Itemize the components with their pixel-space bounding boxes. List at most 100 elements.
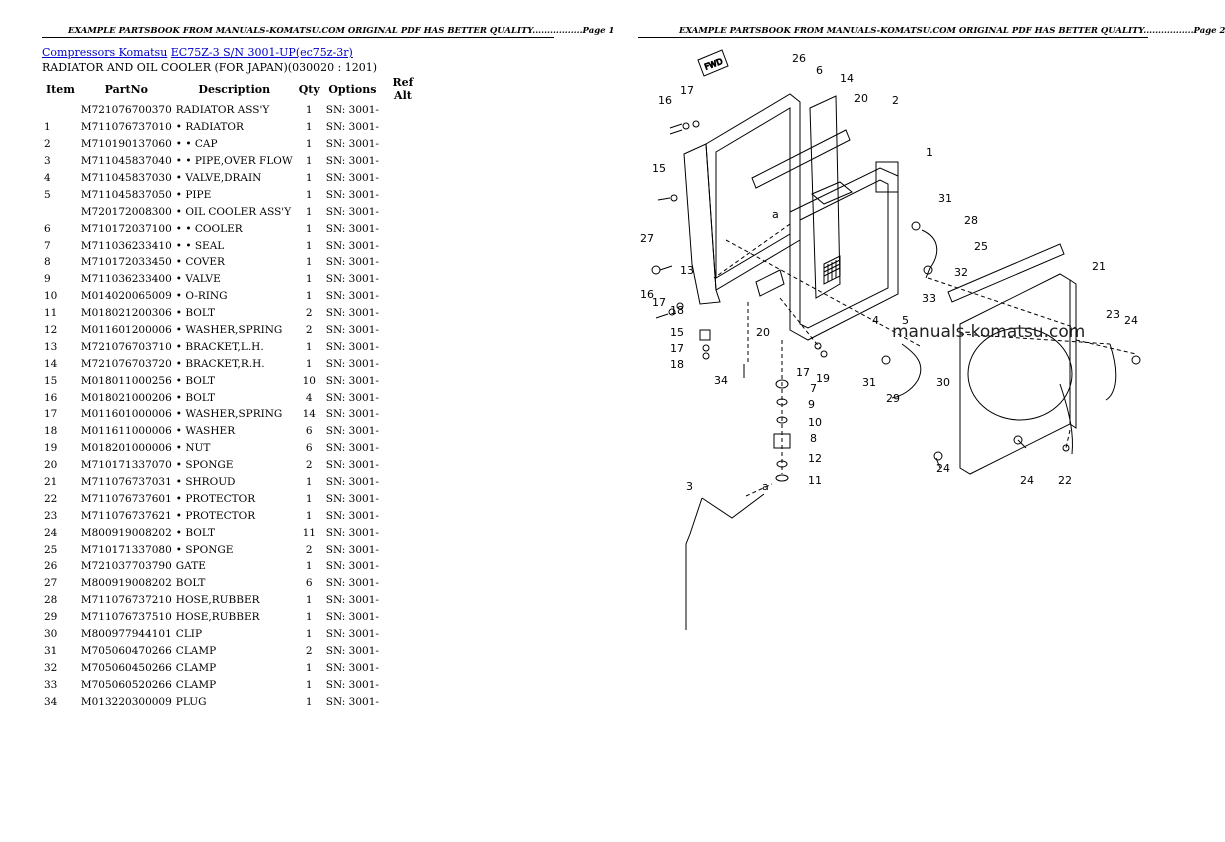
column-header-qty: Qty bbox=[298, 82, 320, 96]
part-number: M711036233400 bbox=[80, 273, 172, 286]
quantity: 2 bbox=[305, 307, 313, 320]
options: SN: 3001- bbox=[325, 307, 379, 320]
callout-number: 22 bbox=[1058, 474, 1072, 487]
item-number: 10 bbox=[44, 290, 58, 303]
item-number: 34 bbox=[44, 695, 58, 708]
item-number: 30 bbox=[44, 628, 58, 641]
quantity: 1 bbox=[305, 661, 313, 674]
options: SN: 3001- bbox=[325, 577, 379, 590]
ref-alt bbox=[381, 271, 425, 288]
ref-alt bbox=[381, 643, 425, 660]
column-header-ref-alt: Ref Alt bbox=[392, 76, 414, 102]
part-number: M710171337080 bbox=[80, 543, 172, 556]
callout-number: 13 bbox=[680, 264, 694, 277]
ref-alt bbox=[381, 440, 425, 457]
part-number: M711045837050 bbox=[80, 188, 172, 201]
quantity: 1 bbox=[305, 290, 313, 303]
part-description: PLUG bbox=[175, 695, 207, 708]
part-number: M018201000006 bbox=[80, 442, 172, 455]
part-description: • • COOLER bbox=[175, 222, 243, 235]
item-number bbox=[42, 102, 79, 119]
ref-alt bbox=[381, 457, 425, 474]
part-number: M800919008202 bbox=[80, 577, 172, 590]
callout-number: 24 bbox=[936, 462, 950, 475]
part-description: • BRACKET,R.H. bbox=[175, 357, 265, 370]
item-number: 1 bbox=[44, 121, 51, 134]
part-number: M711076737210 bbox=[80, 594, 172, 607]
breadcrumb-link-manufacturer[interactable]: Compressors Komatsu bbox=[42, 46, 168, 59]
quantity: 1 bbox=[305, 155, 313, 168]
options: SN: 3001- bbox=[325, 526, 379, 539]
callout-number: 12 bbox=[808, 452, 822, 465]
part-description: • WASHER,SPRING bbox=[175, 408, 283, 421]
column-header-item: Item bbox=[46, 82, 75, 96]
item-number: 20 bbox=[44, 459, 58, 472]
callout-number: 4 bbox=[872, 314, 879, 327]
ref-alt bbox=[381, 136, 425, 153]
ref-alt bbox=[381, 693, 425, 710]
bolt-icons bbox=[651, 120, 1141, 469]
quantity: 1 bbox=[305, 222, 313, 235]
part-description: CLIP bbox=[175, 628, 203, 641]
options: SN: 3001- bbox=[325, 340, 379, 353]
callout-number: 27 bbox=[640, 232, 654, 245]
part-description: GATE bbox=[175, 560, 206, 573]
part-number: M800977944101 bbox=[80, 628, 172, 641]
callout-number: 16 bbox=[658, 94, 672, 107]
item-number: 13 bbox=[44, 340, 58, 353]
ref-alt bbox=[381, 524, 425, 541]
quantity: 14 bbox=[302, 408, 316, 421]
quantity: 1 bbox=[305, 205, 313, 218]
part-description: CLAMP bbox=[175, 678, 217, 691]
quantity: 1 bbox=[305, 560, 313, 573]
options: SN: 3001- bbox=[325, 121, 379, 134]
part-number: M711045837030 bbox=[80, 172, 172, 184]
quantity: 1 bbox=[305, 611, 313, 624]
overflow-pipe-part bbox=[685, 493, 765, 630]
quantity: 1 bbox=[305, 695, 313, 708]
quantity: 1 bbox=[305, 476, 313, 489]
ref-alt bbox=[381, 186, 425, 203]
item-number: 4 bbox=[44, 172, 51, 184]
callout-number: 18 bbox=[670, 358, 684, 371]
item-number: 33 bbox=[44, 678, 58, 691]
quantity: 2 bbox=[305, 543, 313, 556]
callout-number: 15 bbox=[670, 326, 684, 339]
ref-alt bbox=[381, 575, 425, 592]
part-description: • O-RING bbox=[175, 290, 228, 303]
bracket-rh-part bbox=[809, 95, 841, 299]
options: SN: 3001- bbox=[325, 408, 379, 421]
ref-alt bbox=[381, 338, 425, 355]
part-number: M710172033450 bbox=[80, 256, 172, 269]
part-number: M013220300009 bbox=[80, 695, 172, 708]
sponge-part bbox=[751, 129, 1065, 303]
ref-alt bbox=[381, 423, 425, 440]
hose-part bbox=[891, 229, 938, 399]
breadcrumb-link-model[interactable]: EC75Z-3 S/N 3001-UP(ec75z-3r) bbox=[170, 46, 353, 59]
quantity: 6 bbox=[305, 577, 313, 590]
column-header-options: Options bbox=[328, 82, 377, 96]
quantity: 1 bbox=[305, 188, 313, 201]
ref-letter-a-bottom: a bbox=[762, 480, 769, 493]
options: SN: 3001- bbox=[325, 374, 379, 387]
part-number: M011601000006 bbox=[80, 408, 172, 421]
item-number: 8 bbox=[44, 256, 51, 269]
part-description: • WASHER,SPRING bbox=[175, 324, 283, 337]
options: SN: 3001- bbox=[325, 594, 379, 607]
part-description: • PIPE bbox=[175, 188, 212, 201]
part-number: M018011000256 bbox=[80, 374, 172, 387]
quantity: 10 bbox=[302, 374, 316, 387]
callout-number: 9 bbox=[808, 398, 815, 411]
